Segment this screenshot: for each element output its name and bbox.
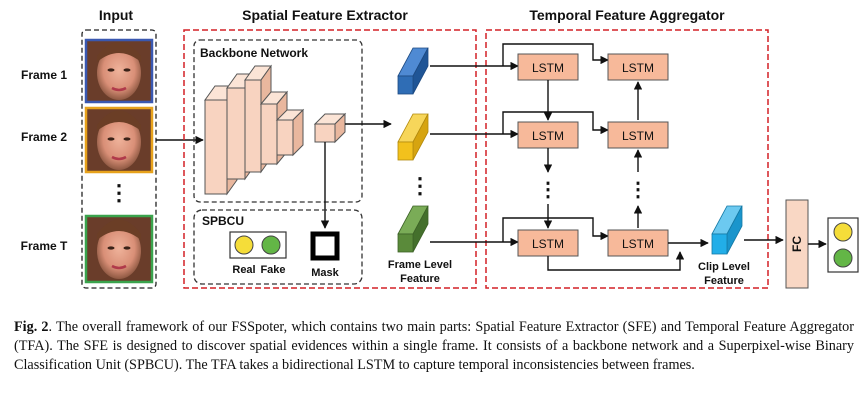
backbone-network <box>204 64 347 196</box>
lstm-label: LSTM <box>532 129 564 143</box>
backbone-label: Backbone Network <box>200 46 308 60</box>
lstm-label: LSTM <box>622 237 654 251</box>
lstm-label: LSTM <box>532 237 564 251</box>
fake-dot <box>261 235 281 255</box>
output-fake-dot <box>833 248 853 268</box>
clip-level-feature-line1: Clip Level <box>698 261 750 273</box>
lstm-label: LSTM <box>622 129 654 143</box>
lstm-backward-1: LSTM <box>607 53 669 81</box>
mask-square <box>310 231 340 261</box>
feature-bar-blue <box>397 47 429 95</box>
spbcu-box <box>193 209 363 285</box>
lstm-temporal-arrows <box>543 80 643 229</box>
fc-label: FC <box>790 236 804 252</box>
input-ellipsis: ⋮ <box>108 180 130 205</box>
frame-2-image <box>84 106 154 174</box>
clip-level-feature-line2: Feature <box>704 275 744 287</box>
lstm-forward-t: LSTM <box>517 229 579 257</box>
real-dot <box>234 235 254 255</box>
tfa-header: Temporal Feature Aggregator <box>529 7 725 23</box>
spbcu-title: SPBCU <box>202 214 244 228</box>
frame-level-feature-line1: Frame Level <box>388 259 452 271</box>
clip-level-feature-bar <box>711 205 743 255</box>
sfe-box <box>183 29 477 289</box>
lstm-backward-2: LSTM <box>607 121 669 149</box>
frame-level-feature-line2: Feature <box>400 273 440 285</box>
figure-caption: Fig. 2. The overall framework of our FSS… <box>14 318 854 375</box>
feature-bar-green <box>397 205 429 253</box>
feature-to-lstm-arrows <box>430 43 609 247</box>
input-box <box>81 29 157 289</box>
figure-label: Fig. 2 <box>14 319 49 335</box>
input-header: Input <box>99 7 134 23</box>
frame-1-label: Frame 1 <box>21 68 67 82</box>
lstm-to-clip-arrows <box>547 238 709 271</box>
caption-text: . The overall framework of our FSSpoter,… <box>14 319 855 373</box>
backbone-box <box>193 39 363 203</box>
feature-bar-yellow <box>397 113 429 161</box>
real-label: Real <box>232 264 255 276</box>
frame-1-image <box>84 38 154 104</box>
tfa-box <box>485 29 769 289</box>
lstm-label: LSTM <box>532 61 564 75</box>
fake-label: Fake <box>260 264 285 276</box>
lstm-forward-1: LSTM <box>517 53 579 81</box>
lstm-forward-ellipsis: ⋮ <box>538 179 558 201</box>
lstm-label: LSTM <box>622 61 654 75</box>
mask-label: Mask <box>311 267 339 279</box>
lstm-backward-t: LSTM <box>607 229 669 257</box>
frame-t-label: Frame T <box>21 239 68 253</box>
frame-2-label: Frame 2 <box>21 130 67 144</box>
lstm-backward-ellipsis: ⋮ <box>628 179 648 201</box>
lstm-forward-2: LSTM <box>517 121 579 149</box>
output-real-dot <box>833 222 853 242</box>
frame-t-image <box>84 214 154 284</box>
sfe-header: Spatial Feature Extractor <box>242 7 408 23</box>
feature-ellipsis: ⋮ <box>409 173 431 198</box>
